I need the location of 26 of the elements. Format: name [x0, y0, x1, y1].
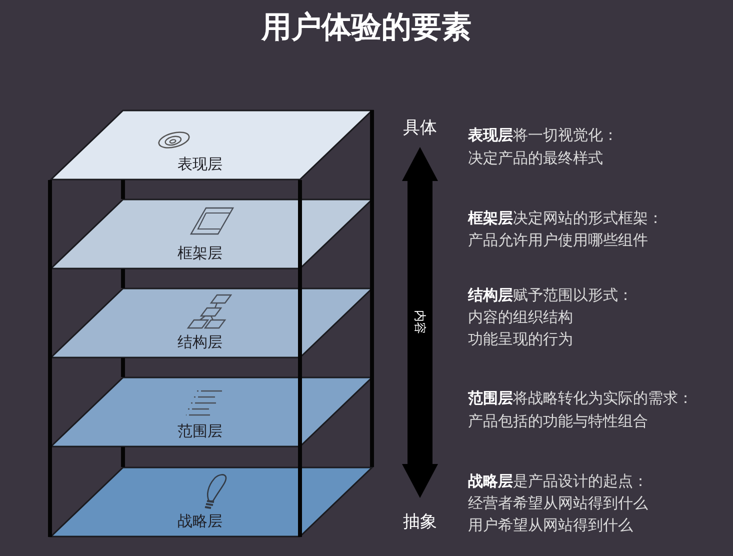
description-text: 用户希望从网站得到什么 [468, 516, 633, 534]
layer-plane [50, 199, 372, 269]
layer-label: 战略层 [178, 512, 222, 530]
description-text: 框架层决定网站的形式框架： [468, 208, 663, 228]
layer-label: 框架层 [178, 244, 222, 262]
description-text: 表现层将一切视觉化： [468, 126, 618, 144]
layer-plane [50, 377, 372, 447]
layer-label: 范围层 [178, 422, 222, 440]
arrow-label: 内容 [413, 310, 427, 334]
description-text: 决定产品的最终样式 [468, 148, 603, 168]
description-text: 经营者希望从网站得到什么 [468, 494, 648, 512]
scale-label: 具体 [403, 118, 437, 138]
description-text: 功能呈现的行为 [468, 330, 573, 348]
layer-plane [50, 288, 372, 358]
description-text: 内容的组织结构 [468, 308, 573, 326]
description-text: 结构层赋予范围以形式： [468, 286, 633, 304]
layer-plane [50, 467, 372, 537]
description-text: 产品包括的功能与特性组合 [468, 412, 648, 430]
layer-plane [50, 110, 372, 180]
scale-label: 抽象 [403, 512, 437, 532]
description-text: 产品允许用户使用哪些组件 [468, 230, 648, 250]
layer-label: 结构层 [178, 333, 222, 351]
description-text: 范围层将战略转化为实际的需求： [468, 388, 693, 408]
description-text: 战略层是产品设计的起点： [468, 472, 648, 490]
layer-label: 表现层 [178, 155, 222, 173]
title: 用户体验的要素 [262, 10, 472, 45]
